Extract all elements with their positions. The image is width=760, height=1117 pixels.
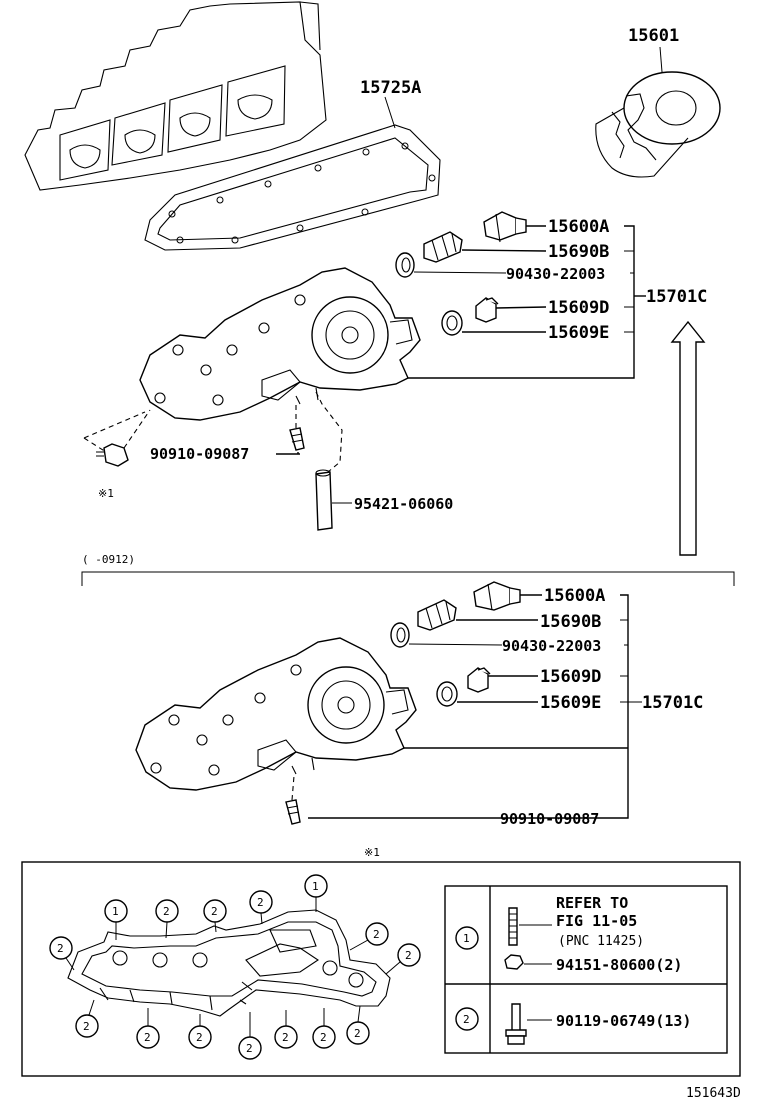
plug-a-drawing [483, 211, 527, 243]
callout-circle: 2 [188, 1014, 212, 1049]
callout-circle: 2 [155, 899, 179, 939]
callout-circle: 2 [75, 999, 99, 1038]
assembly-label: 15701C [646, 287, 707, 307]
oil-cooler-housing-bottom [135, 637, 417, 791]
plug-d-drawing-bottom [467, 667, 491, 693]
svg-text:2: 2 [246, 1042, 253, 1055]
stud-bolt-icon [508, 907, 518, 946]
callout-circle: 2 [312, 1008, 336, 1049]
legend-number-1 [455, 926, 479, 950]
stud-label-bottom: 90910-09087 [500, 810, 599, 828]
callout-circle: 2 [349, 922, 389, 951]
svg-text:2: 2 [320, 1031, 327, 1044]
engine-block-drawing [24, 1, 327, 191]
callout-circle: 2 [238, 1012, 262, 1060]
plug-e-label: 15609E [548, 323, 609, 343]
oil-filter-drawing [595, 71, 721, 178]
sensor-b-label-bottom: 15690B [540, 612, 601, 632]
svg-text:2: 2 [405, 949, 412, 962]
callout-circle: 2 [346, 1005, 370, 1045]
figure-id: 151643D [686, 1086, 741, 1101]
gasket-leader [384, 96, 396, 129]
svg-text:1: 1 [463, 932, 470, 945]
manifold-gasket-drawing [67, 909, 391, 1017]
stud-label-top: 90910-09087 [150, 445, 249, 463]
plug-a-label: 15600A [548, 217, 609, 237]
plug-e-label-bottom: 15609E [540, 693, 601, 713]
washer-drawing-top [395, 252, 415, 278]
plug-a-drawing-bottom [473, 581, 521, 611]
range-label: ( -0912) [82, 553, 135, 566]
callout-circle: 2 [136, 1008, 160, 1049]
bolt-part-number: 90119-06749(13) [556, 1012, 691, 1030]
plug-d-label-bottom: 15609D [540, 667, 601, 687]
plug-a-label-bottom: 15600A [544, 586, 605, 606]
svg-text:1: 1 [112, 905, 119, 918]
stud-drawing-top [289, 427, 305, 451]
svg-text:2: 2 [282, 1031, 289, 1044]
svg-text:2: 2 [257, 896, 264, 909]
assembly-bracket-bottom [308, 594, 629, 819]
oil-filter-leader [659, 46, 663, 73]
svg-text:2: 2 [463, 1013, 470, 1026]
callout-circle: 1 [104, 899, 128, 940]
hose-drawing [315, 469, 333, 531]
oil-filter-label: 15601 [628, 26, 679, 46]
stud-drawing-bottom [285, 799, 301, 825]
assembly-label-bottom: 15701C [642, 693, 703, 713]
svg-text:1: 1 [312, 880, 319, 893]
hose-label: 95421-06060 [354, 495, 453, 513]
bolt-drawing-top [96, 443, 129, 467]
refer-line1: REFER TO [556, 894, 628, 912]
svg-text:2: 2 [211, 905, 218, 918]
plug-d-drawing [475, 297, 499, 323]
flange-bolt-icon [505, 1003, 527, 1045]
svg-text:2: 2 [57, 942, 64, 955]
gasket-label: 15725A [360, 78, 421, 98]
callout-circle: 2 [274, 1010, 298, 1049]
svg-text:2: 2 [196, 1031, 203, 1044]
up-arrow [670, 320, 706, 556]
dash-lines-bolt [83, 409, 151, 453]
callout-circle: 2 [249, 890, 273, 925]
callout-circle: 1 [304, 874, 328, 912]
refer-line3: (PNC 11425) [558, 934, 644, 949]
legend-table: 1 REFER TO FIG 11-05 (PNC 11425) 94151-8… [444, 885, 728, 1054]
plug-d-label: 15609D [548, 298, 609, 318]
callout-circle: 2 [49, 936, 75, 971]
range-bracket [81, 571, 735, 586]
callouts: 1 2 2 2 1 2 2 2 2 2 2 2 2 2 2 [49, 874, 421, 1060]
plug-e-drawing-bottom [436, 681, 458, 707]
ref-mark-top: ※1 [98, 487, 114, 500]
washer-label: 90430-22003 [506, 265, 605, 283]
svg-text:2: 2 [354, 1027, 361, 1040]
gasket-drawing [144, 124, 441, 251]
callout-circle: 2 [385, 943, 421, 975]
svg-text:2: 2 [163, 905, 170, 918]
sensor-b-drawing [423, 231, 463, 263]
sensor-b-drawing-bottom [417, 599, 457, 631]
svg-text:2: 2 [373, 928, 380, 941]
oil-cooler-housing-top [139, 267, 421, 421]
nut-part-number: 94151-80600(2) [556, 956, 682, 974]
washer-drawing-bottom [390, 622, 410, 648]
leader-15609d-top [495, 306, 547, 309]
ref-mark-detail: ※1 [364, 846, 380, 859]
legend-number-2 [455, 1007, 479, 1031]
leader-15690b-top [461, 249, 547, 252]
sensor-b-label: 15690B [548, 242, 609, 262]
leader-90430-top [413, 271, 507, 274]
refer-line2: FIG 11-05 [556, 912, 637, 930]
callout-circle: 2 [203, 899, 227, 933]
detail-box [21, 861, 741, 1077]
washer-label-bottom: 90430-22003 [502, 637, 601, 655]
nut-icon [504, 954, 524, 970]
plug-e-drawing [441, 310, 463, 336]
svg-text:2: 2 [83, 1020, 90, 1033]
assembly-bracket-top [408, 225, 635, 379]
svg-text:2: 2 [144, 1031, 151, 1044]
